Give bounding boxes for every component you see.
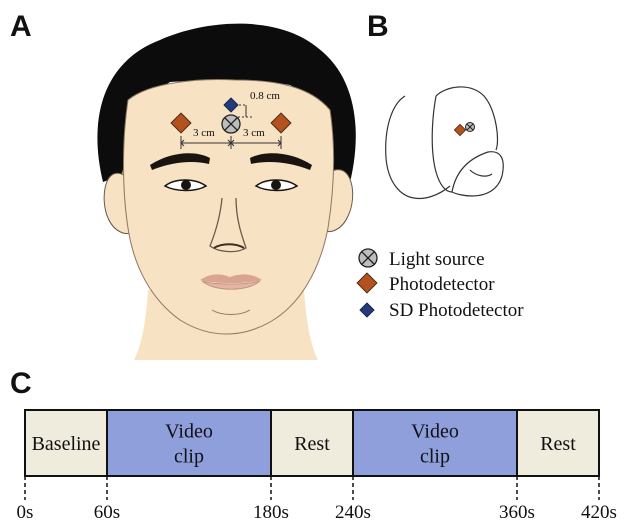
forehead-outline	[436, 87, 498, 150]
light-source-icon	[222, 115, 240, 133]
legend-light-source-icon	[359, 249, 377, 267]
timeline: Baseline Video clip Rest Video clip Rest 0s 60s 1…	[17, 410, 617, 523]
face-illustration	[97, 24, 355, 360]
legend: Light source Photodetector SD Photodetec…	[357, 249, 524, 321]
timeline-tick-label-6: 420s	[581, 502, 617, 523]
timeline-segment-label-2-line-1: Video	[165, 421, 213, 443]
legend-photodetector-icon	[357, 273, 377, 293]
legend-photodetector: Photodetector	[389, 274, 495, 295]
timeline-segment-label-3-line-1: Rest	[294, 433, 330, 455]
dimension-right-3cm: 3 cm	[243, 127, 265, 139]
face-profile	[452, 152, 503, 196]
legend-sd-photodetector: SD Photodetector	[389, 300, 524, 321]
side-photodetector-icon	[454, 124, 465, 135]
timeline-segment-label-5-line-1: Rest	[540, 433, 576, 455]
timeline-tick-label-2: 60s	[94, 502, 120, 523]
timeline-segment-label-4-line-1: Video	[411, 421, 459, 443]
profile-detail	[470, 170, 492, 176]
legend-sd-photodetector-icon	[360, 303, 374, 317]
right-pupil	[271, 180, 281, 190]
side-light-source-icon	[466, 123, 475, 132]
dimension-0-8cm: 0.8 cm	[250, 90, 280, 102]
timeline-segment-label-1-line-1: Baseline	[32, 433, 101, 455]
timeline-tick-label-5: 360s	[499, 502, 535, 523]
legend-light-source: Light source	[389, 249, 485, 270]
timeline-segment-label-4-line-2: clip	[420, 446, 450, 468]
timeline-tick-label-4: 240s	[335, 502, 371, 523]
head-outline-front	[432, 96, 452, 192]
dimension-left-3cm: 3 cm	[193, 127, 215, 139]
timeline-tick-label-3: 180s	[253, 502, 289, 523]
timeline-tick-label-1: 0s	[17, 502, 34, 523]
left-pupil	[181, 180, 191, 190]
side-view-sketch	[386, 87, 504, 199]
timeline-segment-label-2-line-2: clip	[174, 446, 204, 468]
